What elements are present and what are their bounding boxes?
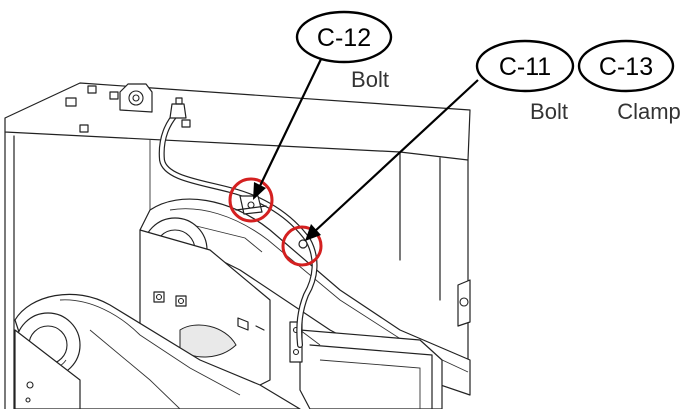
leader-line-c11 — [305, 79, 479, 241]
loader-arm-front — [14, 293, 301, 409]
callout-oval-c12 — [295, 10, 393, 64]
callout-oval-c11 — [475, 39, 575, 93]
part-name-c13: Clamp — [617, 99, 681, 124]
frame-top-plate — [4, 82, 471, 409]
leader-line-c12 — [253, 54, 324, 200]
machine-illustration — [4, 82, 471, 409]
callout-label-c11: C-11 — [499, 53, 551, 81]
callout-c12: C-12 Bolt — [295, 10, 393, 92]
part-name-c12: Bolt — [351, 67, 389, 92]
callout-c11: C-11 Bolt — [475, 39, 575, 124]
callout-label-c12: C-12 — [317, 24, 371, 52]
frame-rear-panel — [149, 140, 471, 381]
callout-label-c13: C-13 — [599, 53, 653, 81]
callout-c13: C-13 Clamp — [577, 39, 681, 124]
part-name-c11: Bolt — [530, 99, 568, 124]
hydraulic-hose — [158, 97, 318, 348]
frame-step-box — [289, 321, 443, 409]
highlight-circle-c11 — [281, 225, 323, 267]
highlight-circle-c12 — [228, 177, 274, 223]
callout-oval-c13 — [577, 39, 675, 93]
